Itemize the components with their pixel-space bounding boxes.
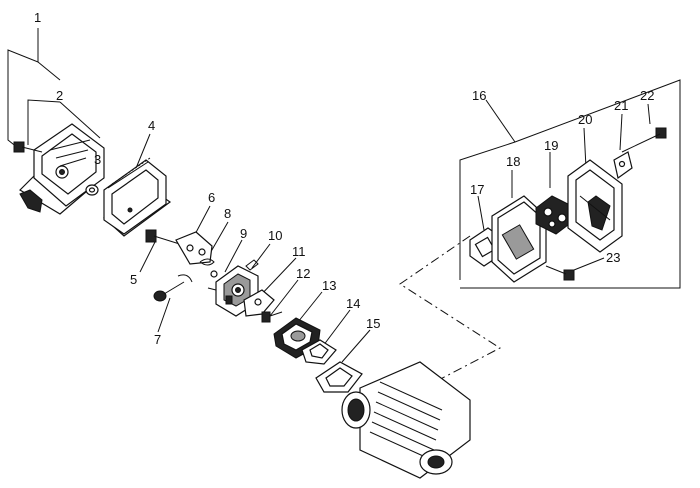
callout-8: 8	[224, 206, 231, 221]
callout-2: 2	[56, 88, 63, 103]
callout-6: 6	[208, 190, 215, 205]
callout-23: 23	[606, 250, 620, 265]
callout-19: 19	[544, 138, 558, 153]
clip-part	[85, 184, 99, 196]
callout-21: 21	[614, 98, 628, 113]
air-filter-cover	[19, 123, 105, 215]
callout-15: 15	[366, 316, 380, 331]
callout-10: 10	[268, 228, 282, 243]
callout-labels: 1 2 3 4 5 6 7 8 9 10 11 12 13 14 15 16 1…	[34, 10, 654, 347]
callout-3: 3	[94, 152, 101, 167]
callout-14: 14	[346, 296, 360, 311]
muffler-long-bolt	[621, 127, 667, 153]
callout-16: 16	[472, 88, 486, 103]
muffler-body	[491, 195, 547, 283]
muffler-short-bolt	[545, 265, 575, 281]
intake-gasket	[301, 339, 337, 365]
air-filter-element	[103, 157, 172, 237]
muffler-cover	[567, 159, 623, 253]
callout-13: 13	[322, 278, 336, 293]
insulator-bolt	[261, 311, 283, 323]
assembly-centerline	[399, 235, 501, 397]
muffler-plate	[613, 151, 633, 180]
cover-bolt	[13, 141, 43, 153]
carb-gasket	[243, 289, 275, 317]
callout-22: 22	[640, 88, 654, 103]
callout-1: 1	[34, 10, 41, 25]
callout-11: 11	[292, 244, 306, 259]
callout-20: 20	[578, 112, 592, 127]
callout-9: 9	[240, 226, 247, 241]
callout-7: 7	[154, 332, 161, 347]
muffler-group-bracket	[459, 79, 681, 289]
callout-18: 18	[506, 154, 520, 169]
bracket-plate	[175, 231, 213, 265]
cylinder-gasket	[315, 361, 363, 393]
primer-knob	[153, 274, 193, 302]
callout-5: 5	[130, 272, 137, 287]
callout-12: 12	[296, 266, 310, 281]
small-hardware	[199, 258, 259, 278]
callout-17: 17	[470, 182, 484, 197]
muffler-baffle	[535, 195, 573, 235]
engine-cylinder	[341, 361, 471, 479]
callout-4: 4	[148, 118, 155, 133]
